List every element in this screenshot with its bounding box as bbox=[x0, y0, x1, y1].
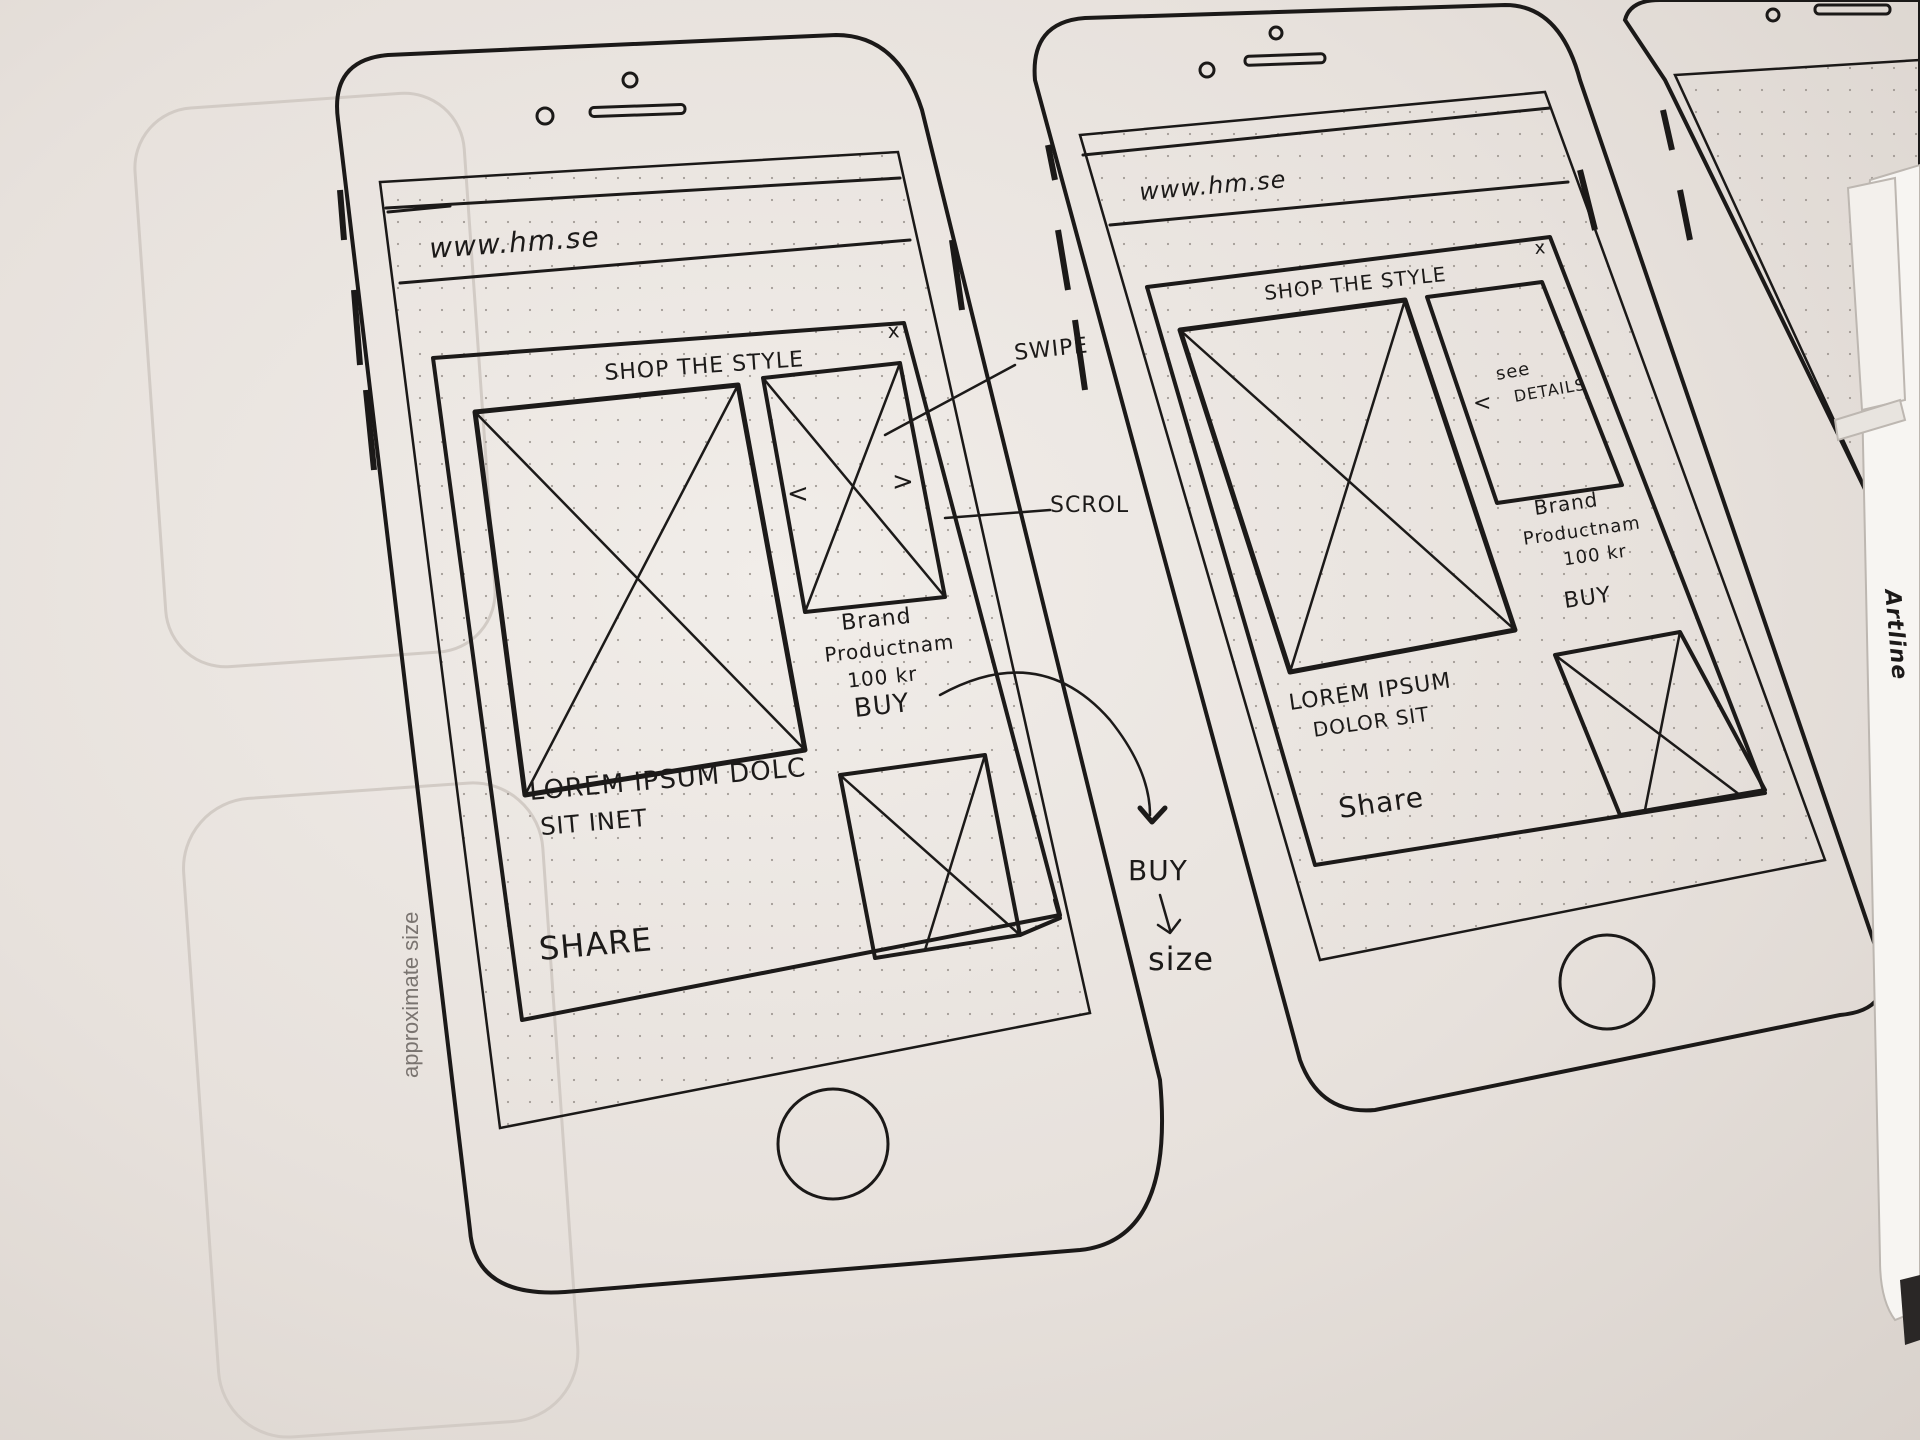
address-bar-top bbox=[384, 176, 902, 214]
screen-dots bbox=[1080, 92, 1825, 960]
home-button[interactable] bbox=[776, 1087, 890, 1201]
sensor-icon bbox=[1268, 25, 1284, 41]
modal-close[interactable]: x bbox=[1534, 237, 1547, 259]
main-image-placeholder bbox=[1177, 297, 1518, 675]
marker-pen: Artline bbox=[1833, 163, 1920, 1345]
phone-body bbox=[335, 32, 1165, 1295]
earpiece-icon bbox=[1813, 3, 1892, 16]
annotation-scrol: SCROL bbox=[1050, 493, 1129, 518]
shop-modal bbox=[1145, 235, 1767, 867]
earpiece-icon bbox=[588, 102, 687, 119]
buy-to-size-arrow bbox=[1156, 893, 1182, 935]
phone-side-buttons bbox=[1045, 144, 1598, 391]
camera-icon bbox=[535, 106, 555, 126]
phone-right: www.hm.se x SHOP THE STYLE see DETAILS <… bbox=[1032, 2, 1886, 1113]
modal-close[interactable]: x bbox=[887, 318, 901, 343]
earpiece-icon bbox=[1243, 52, 1327, 67]
camera-icon bbox=[1198, 61, 1216, 79]
address-bar-top bbox=[1081, 106, 1552, 157]
related-image-placeholder[interactable] bbox=[838, 753, 1062, 960]
carousel-prev-arrow[interactable]: < bbox=[1473, 391, 1492, 416]
phone-body bbox=[1032, 2, 1886, 1113]
annotation-buy: BUY bbox=[1128, 854, 1188, 887]
carousel-prev-arrow[interactable]: < bbox=[787, 479, 810, 509]
home-button[interactable] bbox=[1558, 933, 1656, 1031]
see-details-card[interactable]: see DETAILS < bbox=[1425, 280, 1624, 505]
related-image-placeholder[interactable] bbox=[1553, 630, 1767, 817]
buy-flow-arrowhead bbox=[1137, 805, 1168, 825]
scrol-pointer bbox=[943, 508, 1052, 520]
side-label: approximate size bbox=[398, 912, 423, 1078]
camera-icon bbox=[1765, 7, 1781, 23]
sensor-icon bbox=[621, 71, 639, 89]
phone-side-buttons bbox=[337, 189, 965, 471]
screen-outline bbox=[1078, 90, 1827, 962]
carousel-next-arrow[interactable]: > bbox=[892, 467, 915, 497]
address-bar-bottom bbox=[1108, 180, 1570, 227]
screen-dots bbox=[1675, 60, 1920, 520]
phone-side-buttons bbox=[1660, 109, 1693, 241]
main-image-placeholder bbox=[472, 382, 808, 798]
address-bar-bottom bbox=[398, 238, 912, 285]
screen-outline bbox=[378, 150, 1092, 1130]
annotations: SWIPE SCROL BUY size bbox=[883, 333, 1214, 978]
swipe-pointer bbox=[883, 363, 1017, 437]
carousel-image-placeholder[interactable] bbox=[761, 361, 947, 614]
screen-dots bbox=[380, 152, 1090, 1128]
screen-outline bbox=[1673, 58, 1920, 522]
buy-button[interactable]: BUY bbox=[853, 688, 912, 724]
buy-flow-arrow bbox=[938, 671, 1152, 817]
annotation-size: size bbox=[1148, 940, 1214, 978]
phone-left: www.hm.se x SHOP THE STYLE < > Brand Pro… bbox=[335, 32, 1165, 1295]
